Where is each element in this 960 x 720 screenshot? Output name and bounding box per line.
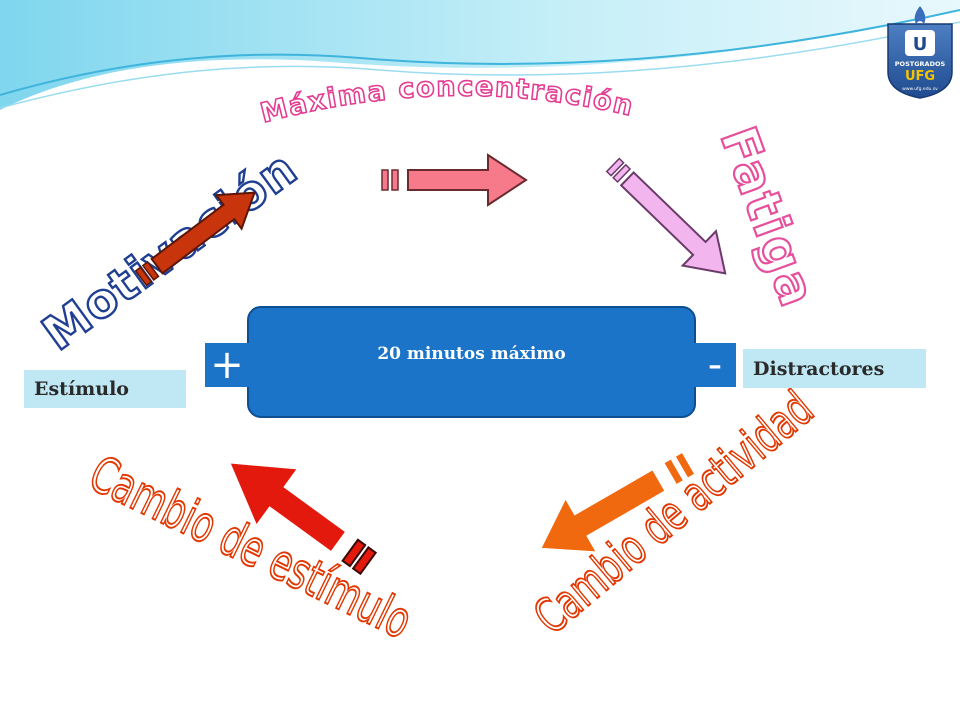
- ufg-postgrados-logo: U POSTGRADOS UFG www.ufg.edu.sv: [887, 6, 953, 99]
- arrow-fatiga: [605, 157, 727, 275]
- label-maxima-concentracion: Máxima concentración: [257, 72, 637, 130]
- logo-brand: UFG: [905, 69, 935, 84]
- svg-text:U: U: [913, 34, 928, 55]
- logo-top-text: POSTGRADOS: [895, 60, 946, 68]
- center-duration-box: 20 minutos máximo: [247, 306, 696, 418]
- arrow-cambio-estimulo: [226, 460, 378, 576]
- header-wave: [0, 0, 960, 110]
- arrow-motivacion: [134, 191, 256, 287]
- logo-url: www.ufg.edu.sv: [902, 86, 938, 92]
- center-duration-text: 20 minutos máximo: [377, 344, 566, 364]
- label-fatiga: Fatiga: [709, 119, 828, 315]
- minus-tab: -: [694, 343, 736, 387]
- arrow-concentracion: [381, 153, 528, 207]
- stimulus-label: Estímulo: [24, 370, 186, 408]
- plus-tab: +: [205, 343, 249, 387]
- arrow-cambio-actividad: [537, 450, 697, 555]
- distractors-label: Distractores: [743, 349, 926, 388]
